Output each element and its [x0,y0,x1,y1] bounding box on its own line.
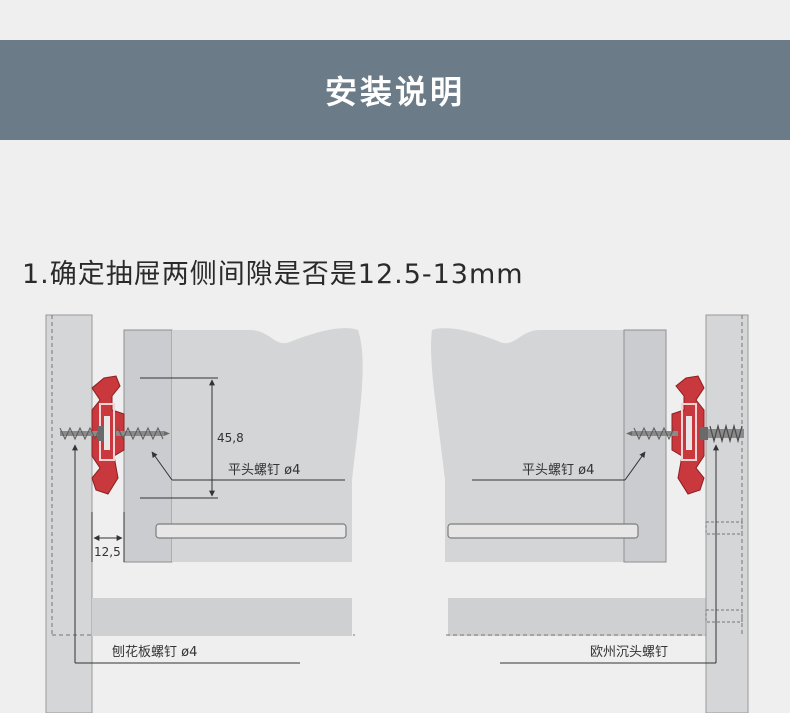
header-banner: 安装说明 [0,40,790,140]
right-flat-head-screw [626,426,678,441]
left-flat-head-screw [116,426,170,441]
left-bottom-board [92,598,352,636]
right-drawer-side [623,329,667,563]
right-euro-screw-label: 欧州沉头螺钉 [590,645,668,660]
left-dimension-gap: 12,5 [94,545,121,559]
left-assembly: 45,8 12,5 平头螺钉 ø4 刨花板螺钉 ø4 [45,314,363,713]
left-dimension-height: 45,8 [217,431,244,445]
installation-diagram: 45,8 12,5 平头螺钉 ø4 刨花板螺钉 ø4 [45,314,749,713]
left-board-screw-label: 刨花板螺钉 ø4 [112,644,197,660]
right-euro-screw [700,423,744,444]
right-screw-label: 平头螺钉 ø4 [522,463,594,478]
left-screw-label: 平头螺钉 ø4 [228,463,300,478]
right-bottom-board [448,598,706,636]
right-cabinet-wall [705,314,749,713]
left-screw [59,426,104,441]
banner-title: 安装说明 [324,73,465,111]
step-title: 1.确定抽屉两侧间隙是否是12.5-13mm [22,259,524,290]
right-assembly: 平头螺钉 ø4 欧州沉头螺钉 [431,314,749,713]
left-drawer-side [123,329,173,563]
left-drawer-panel [172,328,363,562]
left-cabinet-wall [45,314,93,713]
right-drawer-panel [431,328,624,562]
